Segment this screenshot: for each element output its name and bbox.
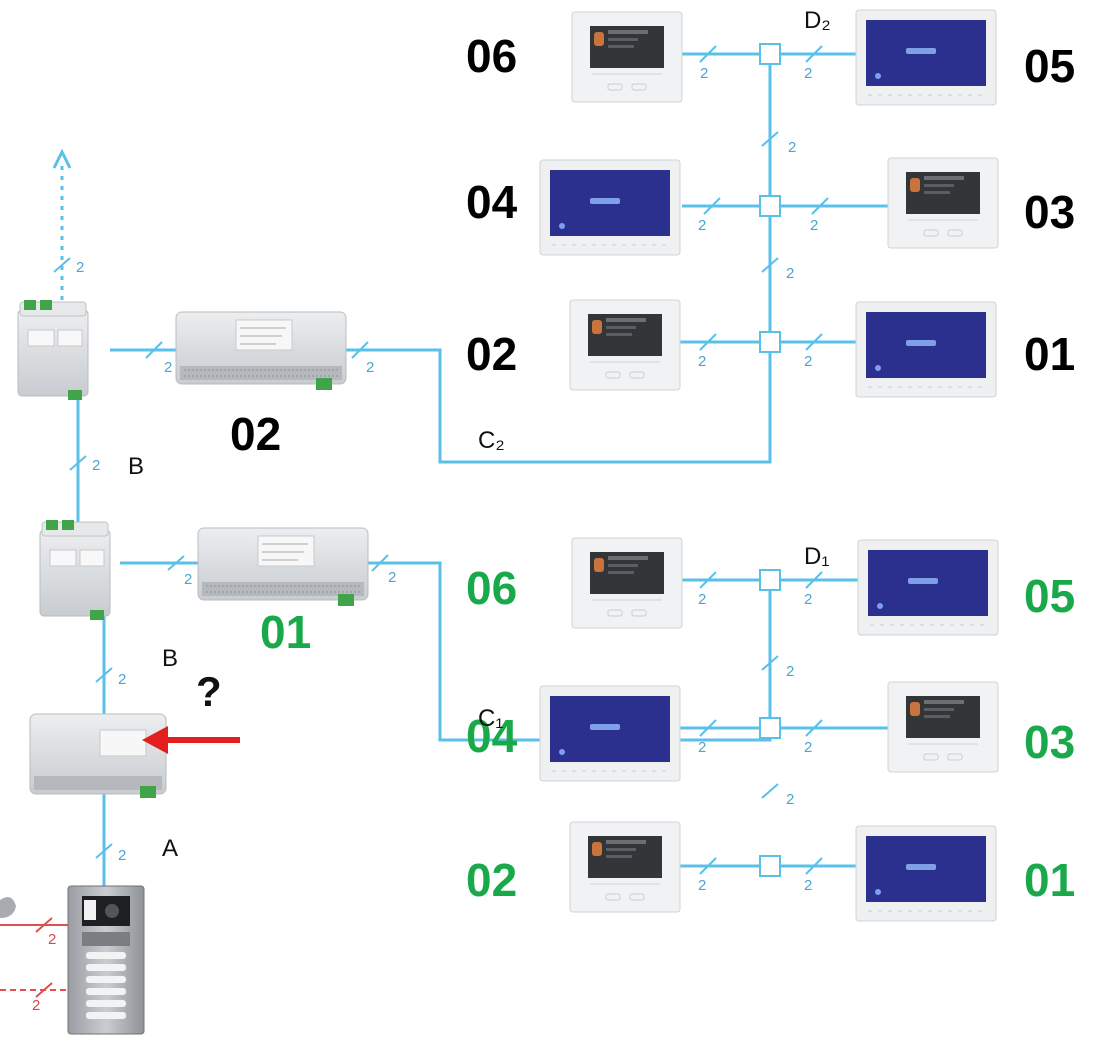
extra-wire-count-label: 2 [32,997,40,1014]
monitor-lower-03 [887,681,999,773]
wire-count-label: 2 [786,791,794,808]
label-lower-06: 06 [466,562,517,614]
distributor-02 [175,311,347,391]
distributor-01 [197,527,369,607]
label-upper-06: 06 [466,30,517,82]
wire-dist-01-trunk [345,561,772,742]
power-supply-b-lower [39,519,111,621]
label-distributor-01: 01 [260,606,311,658]
speaker-grille [82,932,130,946]
monitor-lower-05 [857,539,999,636]
monitor-lower-01 [855,825,997,922]
monitor-lower-04 [539,685,681,782]
label-upper-01: 01 [1024,328,1075,380]
wire-count-label: 2 [804,591,812,608]
wire-count-label: 2 [804,739,812,756]
power-supply-b-upper [17,299,89,401]
wire-count-label: 2 [164,359,172,376]
monitor-lower-02 [569,821,681,913]
monitor-upper-01 [855,301,997,398]
monitor-upper-06 [571,11,683,103]
label-trunk-c-lower: C₁ [478,705,503,732]
label-power-supply-b-lower: B [162,645,178,672]
call-button[interactable] [86,1012,126,1019]
wire-count-label: 2 [810,217,818,234]
label-lower-04: 04 [466,710,518,762]
wiring [52,52,888,890]
call-button[interactable] [86,952,126,959]
wire-count-label: 2 [786,663,794,680]
extra-wire-count-label: 2 [48,931,56,948]
call-button[interactable] [86,988,126,995]
riser-arrowhead [52,148,72,169]
junction-boxes [759,43,781,877]
label-upper-02: 02 [466,328,517,380]
wire-count-label: 2 [698,877,706,894]
call-button[interactable] [86,976,126,983]
call-button[interactable] [86,964,126,971]
label-lower-03: 03 [1024,716,1075,768]
wire-count-label: 2 [92,457,100,474]
label-power-supply-b-upper: B [128,453,144,480]
label-lower-01: 01 [1024,854,1075,906]
label-upper-04: 04 [466,176,518,228]
junction-box [759,195,781,217]
entrance-panel [67,885,145,1035]
monitor-upper-05 [855,9,997,106]
wire-count-label: 2 [804,65,812,82]
junction-box [759,855,781,877]
label-trunk-d-upper: D₂ [804,7,831,34]
wire-count-label: 2 [788,139,796,156]
red-arrow-icon [142,726,240,754]
wire-ticks [53,45,829,875]
wire-dist-02-trunk [338,64,772,464]
lower-monitor-numbers: 06 05 04 03 02 01 [466,562,1075,906]
wire-count-label: 2 [804,353,812,370]
extra-wires [0,917,70,998]
wire-count-label: 2 [700,65,708,82]
junction-box [759,569,781,591]
wire-count-label: 2 [698,217,706,234]
wire-count-label: 2 [76,259,84,276]
upper-monitor-numbers: 06 05 04 03 02 01 [466,30,1075,380]
wire-count-labels: 2 2 2 2 2 2 2 2 2 2 2 2 2 2 2 2 2 2 2 2 … [76,65,818,894]
wire-count-label: 2 [184,571,192,588]
wire-count-label: 2 [698,353,706,370]
wire-count-label: 2 [118,671,126,688]
wire-count-label: 2 [786,265,794,282]
monitor-upper-04 [539,159,681,256]
label-power-supply-a: A [162,835,178,862]
junction-box [759,331,781,353]
junction-box [759,43,781,65]
monitor-upper-02 [569,299,681,391]
wire-count-label: 2 [118,847,126,864]
wire-count-label: 2 [698,591,706,608]
call-button[interactable] [86,1000,126,1007]
wire-count-label: 2 [804,877,812,894]
label-trunk-d-lower: D₁ [804,543,829,570]
junction-box [759,717,781,739]
label-lower-02: 02 [466,854,517,906]
label-lower-05: 05 [1024,570,1075,622]
cable-stub-icon [0,897,16,918]
label-upper-05: 05 [1024,40,1075,92]
label-trunk-c-upper: C₂ [478,427,505,454]
wire-count-label: 2 [388,569,396,586]
monitor-upper-03 [887,157,999,249]
label-distributor-02: 02 [230,408,281,460]
wire-count-label: 2 [698,739,706,756]
wire-count-label: 2 [366,359,374,376]
power-supply-a [29,713,167,798]
question-mark: ? [196,668,222,715]
monitor-lower-06 [571,537,683,629]
label-upper-03: 03 [1024,186,1075,238]
